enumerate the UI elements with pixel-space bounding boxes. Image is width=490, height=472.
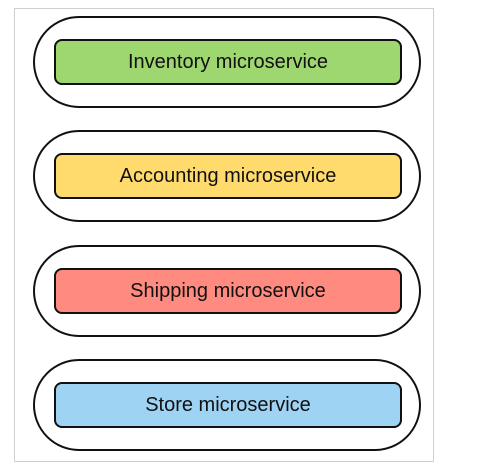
accounting-container: Accounting microservice — [33, 130, 421, 222]
shipping-microservice-box: Shipping microservice — [54, 268, 402, 314]
accounting-microservice-box: Accounting microservice — [54, 153, 402, 199]
store-container: Store microservice — [33, 359, 421, 451]
inventory-microservice-box: Inventory microservice — [54, 39, 402, 85]
shipping-container: Shipping microservice — [33, 245, 421, 337]
store-microservice-box: Store microservice — [54, 382, 402, 428]
inventory-container: Inventory microservice — [33, 16, 421, 108]
